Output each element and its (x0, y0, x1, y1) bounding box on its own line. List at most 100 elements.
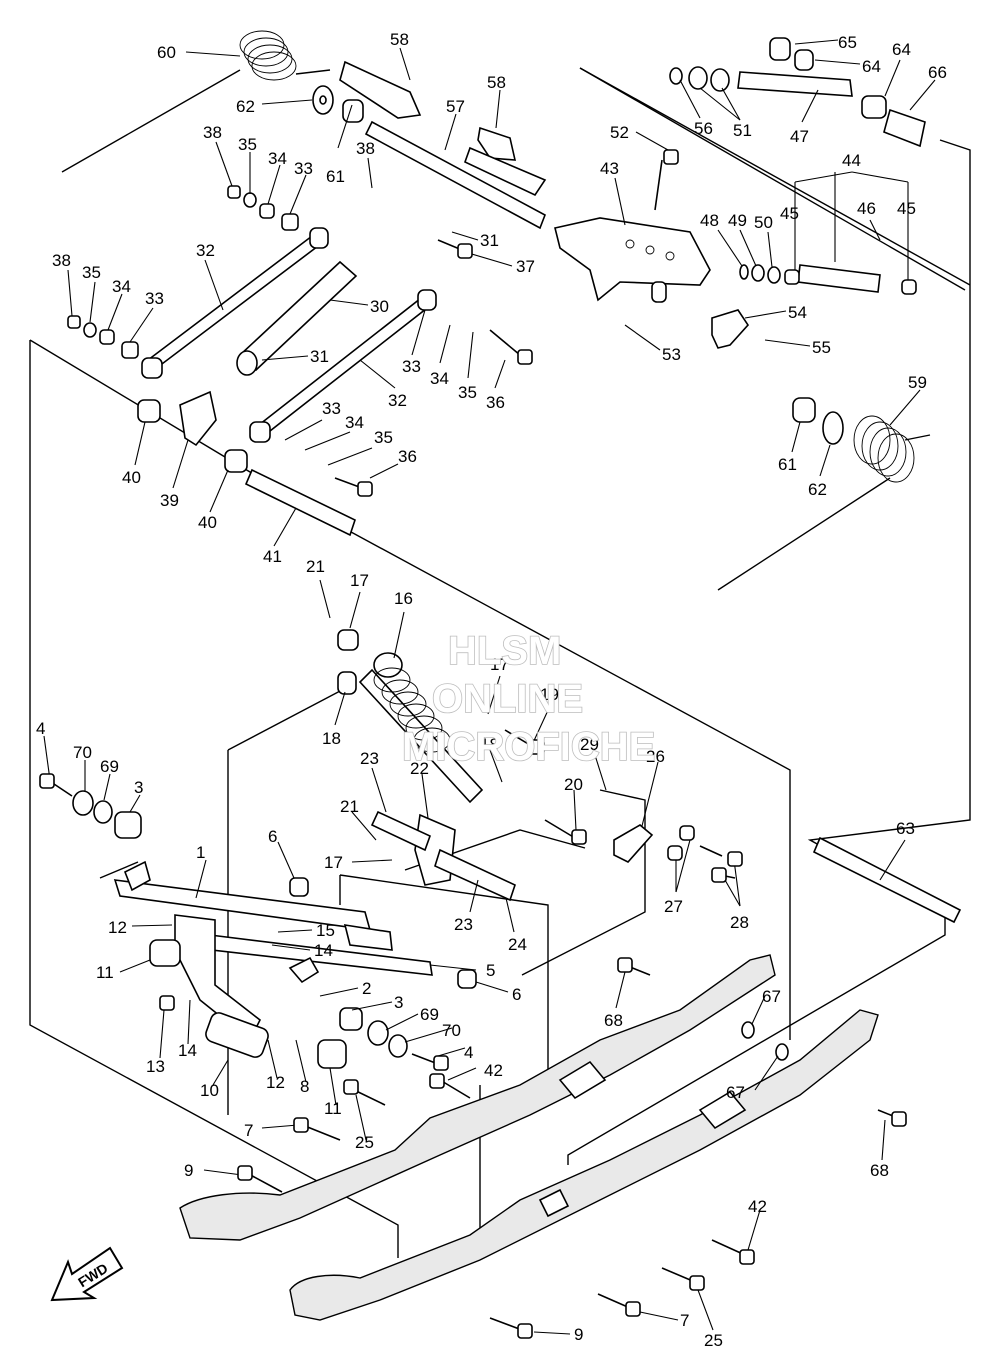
callout-number: 33 (294, 159, 313, 178)
callout-number: 28 (730, 913, 749, 932)
callout-number: 38 (203, 123, 222, 142)
callout-number: 23 (454, 915, 473, 934)
callout-number: 31 (310, 347, 329, 366)
callout-number: 17 (490, 655, 509, 674)
callout-number: 33 (145, 289, 164, 308)
callout-number: 22 (410, 759, 429, 778)
callout-number: 35 (238, 135, 257, 154)
bracket-43 (554, 217, 711, 302)
callout-number: 69 (420, 1005, 439, 1024)
callout-number: 36 (398, 447, 417, 466)
callout-number: 40 (198, 513, 217, 532)
callout-number: 36 (486, 393, 505, 412)
watermark-line-3: MICROFICHE (402, 725, 655, 769)
callout-number: 56 (694, 119, 713, 138)
callout-number: 34 (345, 413, 364, 432)
callout-number: 47 (790, 127, 809, 146)
callout-number: 14 (314, 941, 333, 960)
callout-number: 50 (754, 213, 773, 232)
callout-number: 34 (112, 277, 131, 296)
callout-number: 18 (322, 729, 341, 748)
watermark-line-1: HLSM (448, 629, 561, 673)
shock-absorber-16 (358, 652, 484, 804)
callout-number: 35 (458, 383, 477, 402)
callout-number: 33 (402, 357, 421, 376)
callout-number: 64 (862, 57, 881, 76)
callout-number: 44 (842, 151, 861, 170)
swing-arm-1 (113, 860, 433, 1042)
forward-direction-arrow: FWD (50, 1246, 124, 1302)
callout-number: 4 (36, 719, 45, 738)
callout-number: 58 (487, 73, 506, 92)
callout-number: 45 (780, 204, 799, 223)
callout-number: 4 (464, 1043, 473, 1062)
slide-rails (179, 954, 879, 1321)
callout-number: 3 (134, 778, 143, 797)
callout-number: 49 (728, 211, 747, 230)
shaft-63 (812, 836, 962, 924)
callout-number: 21 (306, 557, 325, 576)
callout-labels: 60 58 58 65 64 64 66 62 57 56 51 47 38 3… (36, 30, 947, 1350)
bracket-39 (179, 390, 217, 447)
callout-number: 61 (326, 167, 345, 186)
slide-rail-left (179, 954, 776, 1241)
guard-58 (339, 60, 422, 119)
callout-number: 17 (324, 853, 343, 872)
plate-26 (613, 824, 654, 863)
callout-number: 59 (908, 373, 927, 392)
callout-number: 66 (928, 63, 947, 82)
callout-number: 52 (610, 123, 629, 142)
callout-number: 21 (340, 797, 359, 816)
callout-number: 14 (178, 1041, 197, 1060)
callout-number: 38 (356, 139, 375, 158)
callout-number: 42 (748, 1197, 767, 1216)
torsion-spring-right (717, 415, 931, 591)
callout-number: 12 (108, 918, 127, 937)
leader-lines (43, 39, 936, 1335)
callout-number: 70 (73, 743, 92, 762)
callout-number: 53 (662, 345, 681, 364)
callout-number: 17 (350, 571, 369, 590)
callout-number: 12 (266, 1073, 285, 1092)
callout-number: 8 (300, 1077, 309, 1096)
callout-number: 54 (788, 303, 807, 322)
callout-number: 25 (704, 1331, 723, 1350)
callout-number: 16 (394, 589, 413, 608)
callout-number: 33 (322, 399, 341, 418)
callout-number: 24 (508, 935, 527, 954)
callout-number: 45 (897, 199, 916, 218)
bolts (39, 149, 907, 1339)
slide-rail-right (289, 1009, 879, 1321)
callout-number: 64 (892, 40, 911, 59)
callout-number: 10 (200, 1081, 219, 1100)
callout-number: 68 (870, 1161, 889, 1180)
callout-number: 34 (430, 369, 449, 388)
callout-number: 32 (388, 391, 407, 410)
callout-number: 15 (316, 921, 335, 940)
callout-number: 60 (157, 43, 176, 62)
callout-number: 23 (360, 749, 379, 768)
callout-number: 7 (244, 1121, 253, 1140)
callout-number: 61 (778, 455, 797, 474)
callout-number: 68 (604, 1011, 623, 1030)
callout-number: 1 (196, 843, 205, 862)
callout-number: 62 (236, 97, 255, 116)
callout-number: 43 (600, 159, 619, 178)
callout-number: 27 (664, 897, 683, 916)
bushing-61 (342, 99, 364, 123)
watermark: HLSM ONLINE MICROFICHE (401, 628, 656, 770)
callout-number: 65 (838, 33, 857, 52)
callout-number: 26 (646, 747, 665, 766)
parts-drawing (61, 30, 962, 1069)
callout-number: 5 (486, 961, 495, 980)
callout-number: 62 (808, 480, 827, 499)
callout-number: 11 (324, 1099, 342, 1118)
bracket-22 (414, 813, 456, 886)
callout-number: 30 (370, 297, 389, 316)
callout-number: 7 (680, 1311, 689, 1330)
callout-number: 29 (580, 735, 599, 754)
callout-number: 13 (146, 1057, 165, 1076)
callout-number: 6 (268, 827, 277, 846)
callout-number: 51 (733, 121, 752, 140)
